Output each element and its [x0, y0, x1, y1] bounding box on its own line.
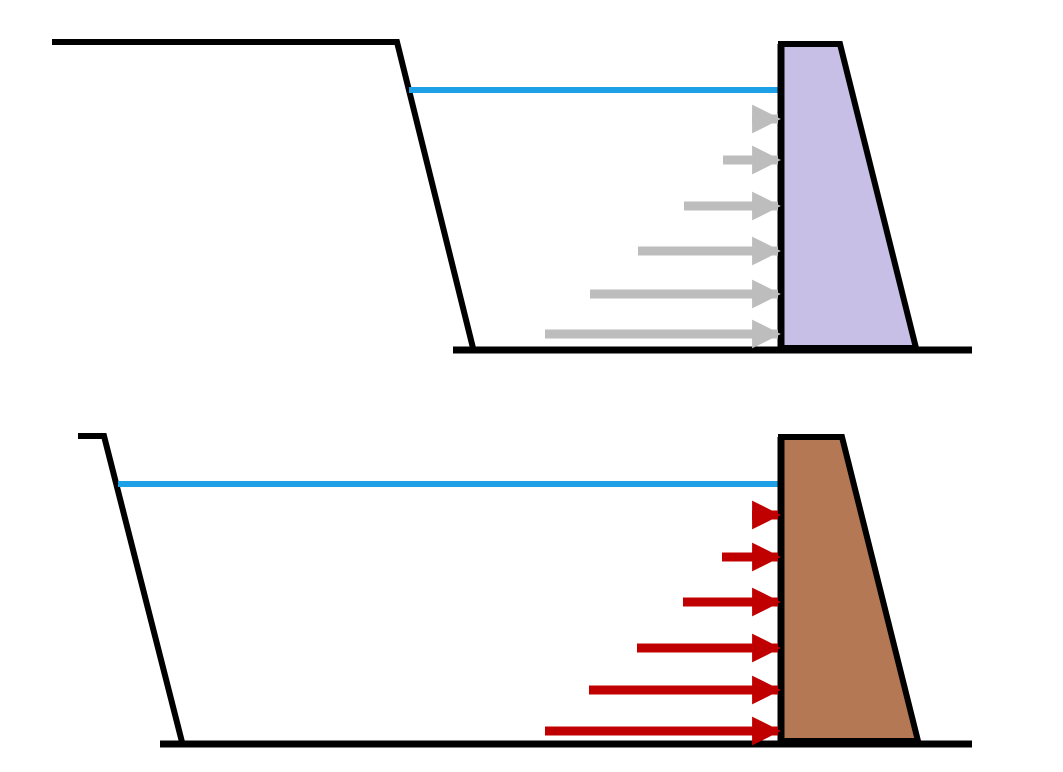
- bottom-pressure-arrows: [545, 500, 781, 746]
- top-ground-outline: [52, 39, 476, 349]
- bottom-ground-outline: [78, 433, 185, 743]
- bottom-panel: [78, 433, 972, 748]
- top-panel: [52, 39, 972, 354]
- top-pressure-arrows: [545, 104, 781, 349]
- top-dam-wall: [778, 41, 920, 351]
- bottom-dam-wall: [778, 434, 922, 744]
